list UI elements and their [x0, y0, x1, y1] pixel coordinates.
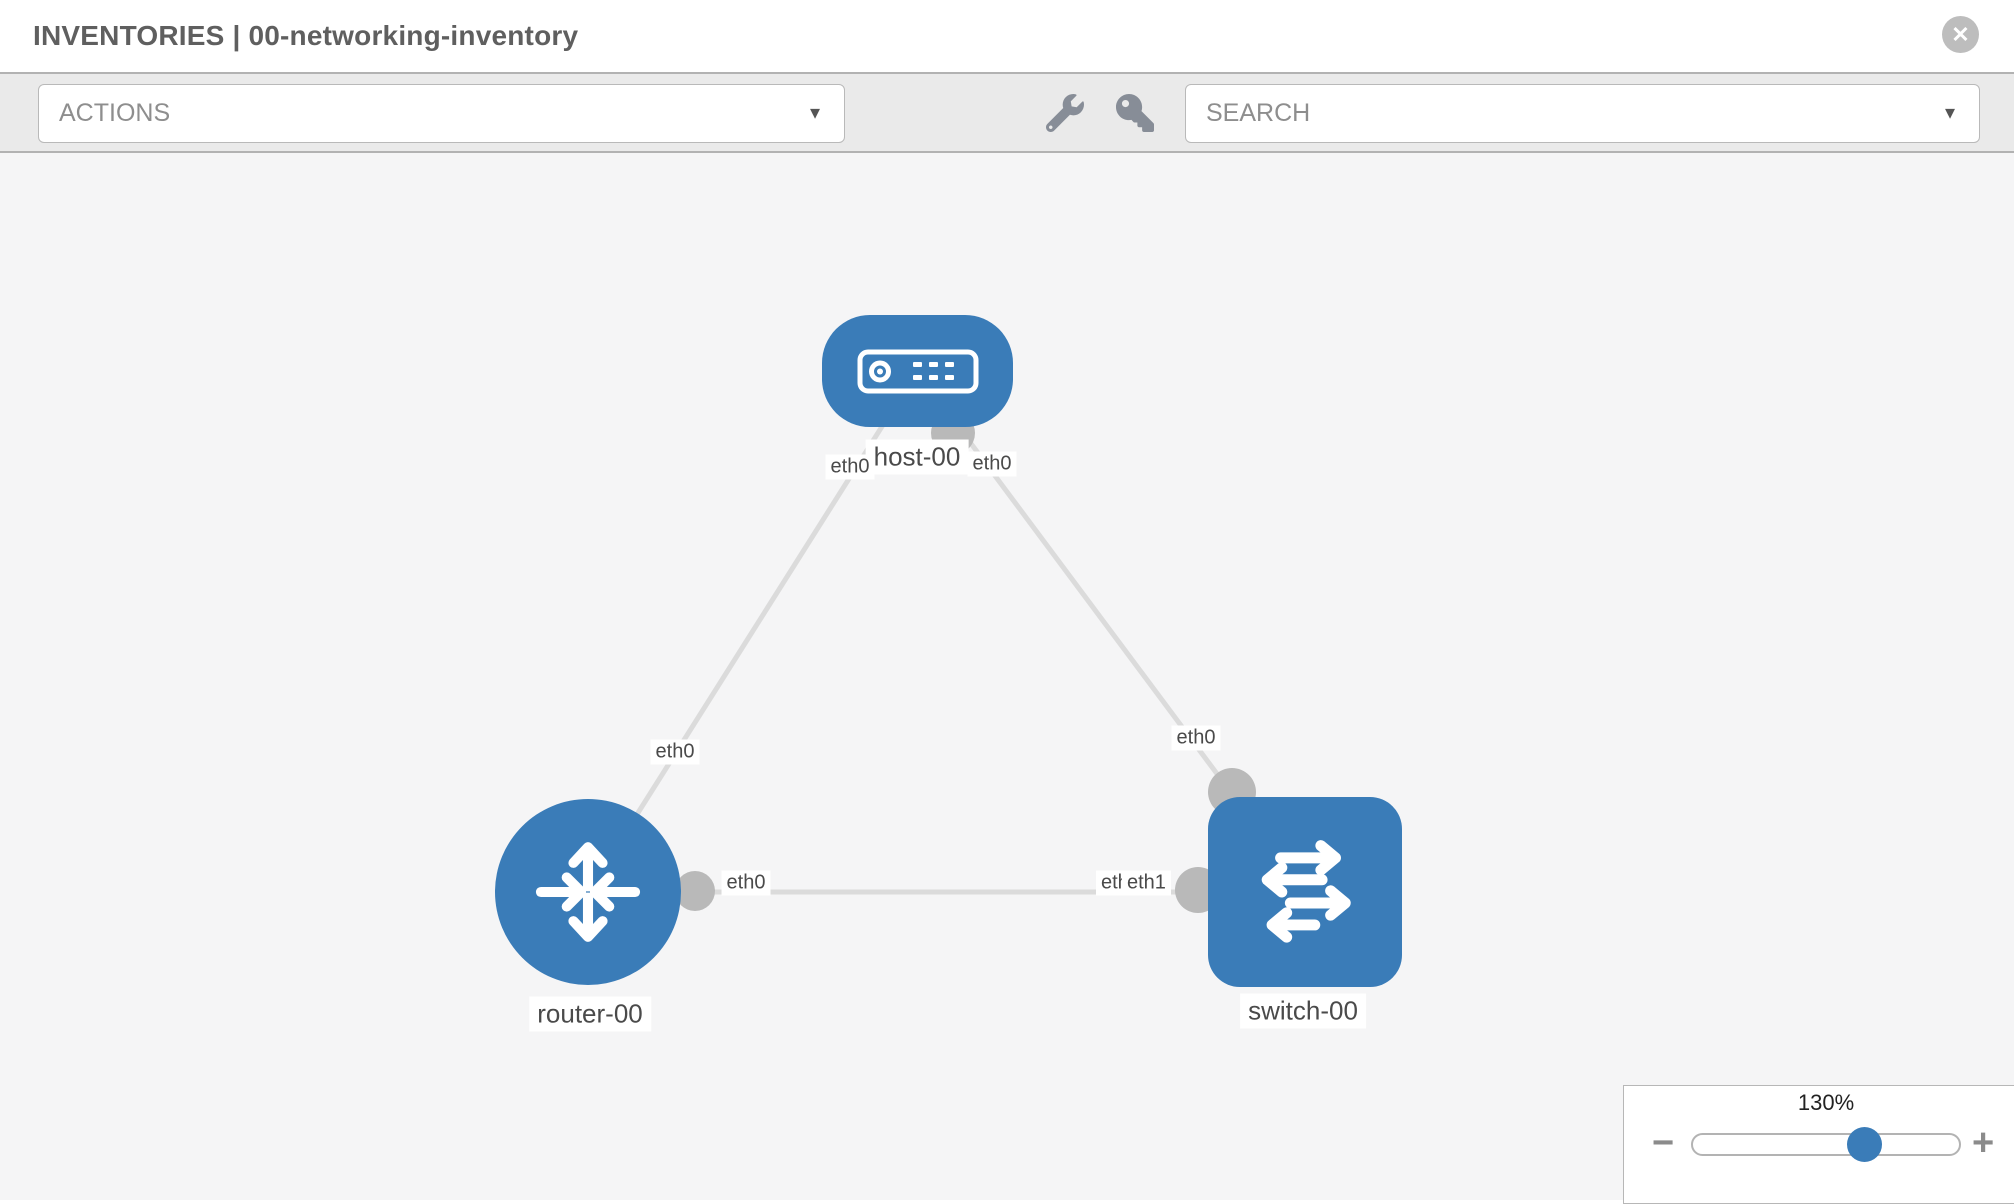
zoom-slider-track[interactable]	[1691, 1133, 1961, 1156]
wrench-icon[interactable]	[1045, 94, 1084, 133]
node-label-host: host-00	[865, 439, 969, 475]
port-circle-router-right	[675, 871, 715, 911]
node-label-switch: switch-00	[1240, 993, 1366, 1029]
node-host-00[interactable]	[822, 315, 1013, 427]
toolbar: ACTIONS ▾ SEARCH ▾	[0, 72, 2014, 153]
switch-arrows-icon	[1261, 840, 1351, 943]
chevron-down-icon: ▾	[809, 102, 820, 124]
iface-label-switch-overlap-front: eth1	[1122, 870, 1171, 896]
search-dropdown-label: SEARCH	[1206, 99, 1311, 127]
page-title: INVENTORIES | 00-networking-inventory	[33, 20, 579, 51]
router-arrows-icon	[535, 842, 641, 942]
iface-label-router-uplink: eth0	[650, 739, 700, 765]
topology-canvas[interactable]: host-00 router-00 switch-00 eth0 eth0 et…	[0, 153, 2014, 1200]
iface-label-router-to-switch: eth0	[721, 870, 771, 896]
node-switch-00[interactable]	[1208, 797, 1402, 987]
iface-label-host-to-router: eth0	[825, 454, 875, 480]
zoom-out-button[interactable]: −	[1652, 1122, 1675, 1164]
close-icon[interactable]: ✕	[1942, 16, 1979, 53]
search-dropdown[interactable]: SEARCH ▾	[1185, 84, 1980, 143]
key-icon[interactable]	[1116, 94, 1154, 132]
iface-label-host-to-switch: eth0	[967, 451, 1017, 477]
links-layer	[585, 369, 1308, 913]
zoom-in-button[interactable]: +	[1972, 1122, 1995, 1164]
zoom-level-value: 130%	[1797, 1090, 1855, 1115]
iface-label-switch-uplink: eth0	[1171, 725, 1221, 751]
node-label-router: router-00	[529, 996, 651, 1032]
zoom-slider-thumb[interactable]	[1847, 1127, 1882, 1162]
chevron-down-icon: ▾	[1944, 102, 1955, 124]
header: INVENTORIES | 00-networking-inventory ✕	[0, 0, 2014, 72]
node-router-00[interactable]	[495, 799, 681, 985]
actions-dropdown-label: ACTIONS	[59, 99, 171, 127]
actions-dropdown[interactable]: ACTIONS ▾	[38, 84, 845, 143]
server-icon	[857, 349, 978, 393]
zoom-panel: 130% − +	[1623, 1085, 2014, 1204]
